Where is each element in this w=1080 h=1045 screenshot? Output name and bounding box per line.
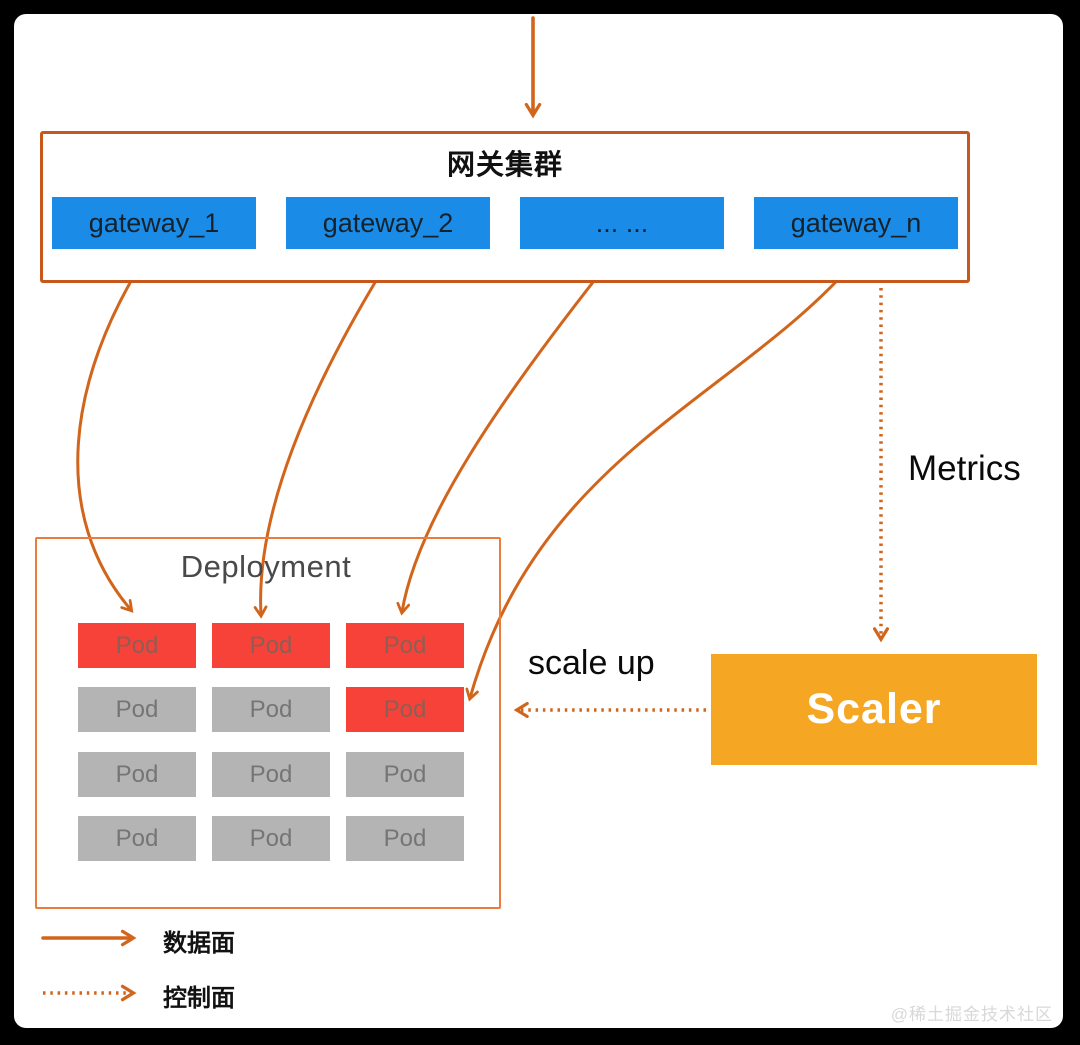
scale-up-label: scale up	[528, 644, 655, 682]
gateway-cluster-title: 网关集群	[446, 149, 563, 180]
pod: Pod	[78, 816, 196, 861]
deployment-title: Deployment	[180, 549, 352, 584]
pod: Pod	[78, 752, 196, 797]
watermark: @稀土掘金技术社区	[890, 1005, 1053, 1024]
pod: Pod	[78, 687, 196, 732]
legend-control-plane-label: 控制面	[163, 985, 235, 1012]
pod: Pod	[212, 752, 330, 797]
gateway-node-ellipsis: ... ...	[520, 197, 724, 249]
pod: Pod	[346, 623, 464, 668]
gateway-node-1: gateway_1	[52, 197, 256, 249]
pod: Pod	[78, 623, 196, 668]
scaler-box: Scaler	[711, 654, 1037, 765]
pod: Pod	[212, 816, 330, 861]
gateway-node-2: gateway_2	[286, 197, 490, 249]
legend-data-plane-label: 数据面	[163, 930, 235, 957]
gateway-node-n: gateway_n	[754, 197, 958, 249]
pod: Pod	[346, 816, 464, 861]
pod: Pod	[346, 752, 464, 797]
deployment-box	[35, 537, 501, 909]
pod: Pod	[212, 687, 330, 732]
pod: Pod	[346, 687, 464, 732]
metrics-label: Metrics	[908, 449, 1021, 488]
pod: Pod	[212, 623, 330, 668]
